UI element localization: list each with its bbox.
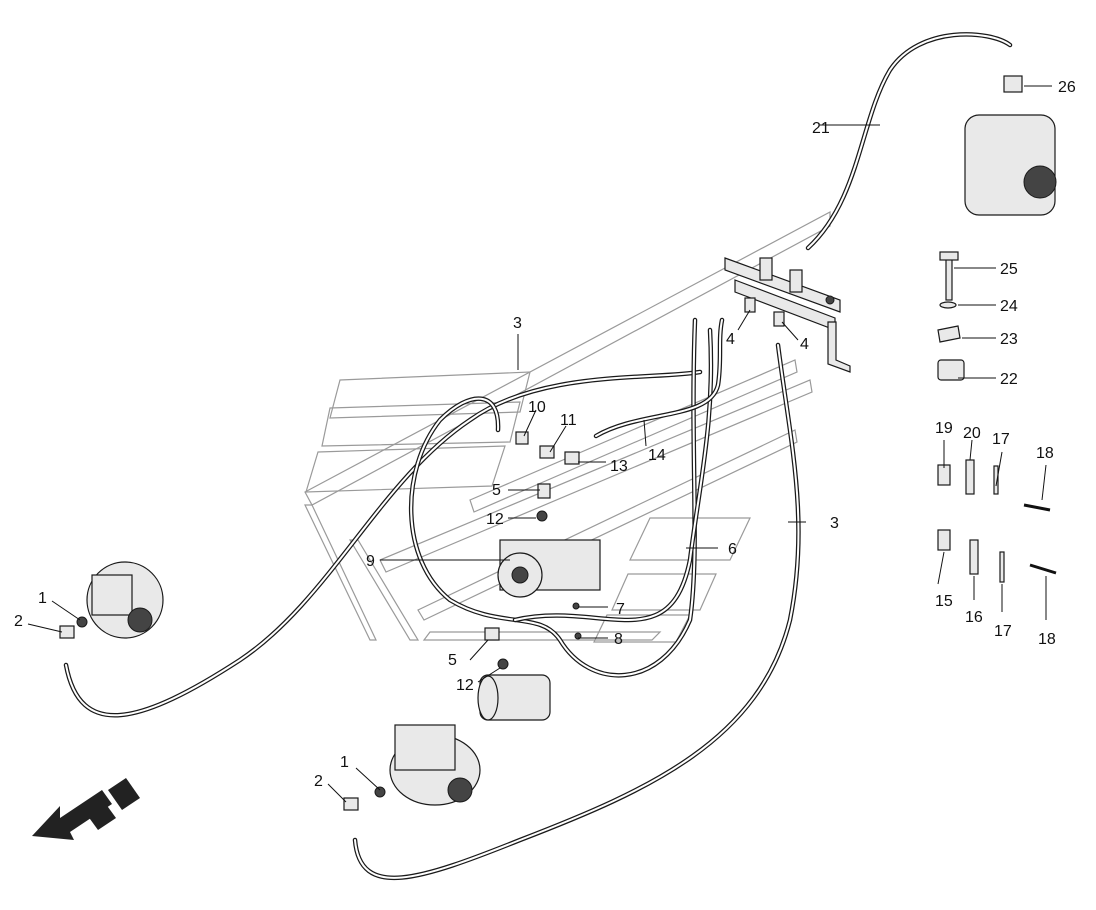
callout-21: 21 [812,120,830,137]
drive-motor-bottom [389,724,481,806]
callout-7: 7 [616,601,625,618]
hardware-parts [937,251,1057,583]
callout-17b: 17 [994,623,1012,640]
pump-top-right [964,114,1057,216]
callout-25: 25 [1000,261,1018,278]
hose-21 [805,32,1013,251]
callout-24: 24 [1000,298,1018,315]
callout-1b: 1 [340,754,349,771]
callout-10: 10 [528,399,546,416]
callout-1a: 1 [38,590,47,607]
callout-20: 20 [963,425,981,442]
leader-lines [27,85,1052,803]
callout-12a: 12 [486,511,504,528]
callout-9: 9 [366,553,375,570]
callout-18b: 18 [1038,631,1056,648]
callout-18a: 18 [1036,445,1054,462]
callout-12b: 12 [456,677,474,694]
pump-left [86,561,164,639]
callout-numbers: 1 2 3 4 4 10 11 13 14 5 12 3 6 9 7 8 5 1… [14,79,1076,790]
hose-6 [512,327,714,623]
direction-arrow [32,778,140,840]
callout-19: 19 [935,420,953,437]
hose-3-lower [352,342,801,881]
callout-2b: 2 [314,773,323,790]
callout-6: 6 [728,541,737,558]
hose-3-upper [63,369,703,718]
callout-14: 14 [648,447,666,464]
starter-motor [477,674,551,721]
callout-17a: 17 [992,431,1010,448]
callout-13: 13 [610,458,628,475]
callout-15: 15 [935,593,953,610]
callout-8: 8 [614,631,623,648]
pump-center [497,539,601,598]
callout-11: 11 [560,412,577,429]
callout-16: 16 [965,609,983,626]
hose-14 [593,317,725,439]
callout-3b: 3 [830,515,839,532]
callout-4a: 4 [726,331,735,348]
callout-5b: 5 [448,652,457,669]
callout-22: 22 [1000,371,1018,388]
callout-2a: 2 [14,613,23,630]
callout-4b: 4 [800,336,809,353]
callout-5a: 5 [492,482,501,499]
callout-23: 23 [1000,331,1018,348]
callout-3a: 3 [513,315,522,332]
fittings [59,75,1023,811]
manifold-bracket [724,257,851,373]
hose-9 [408,317,698,678]
callout-26: 26 [1058,79,1076,96]
